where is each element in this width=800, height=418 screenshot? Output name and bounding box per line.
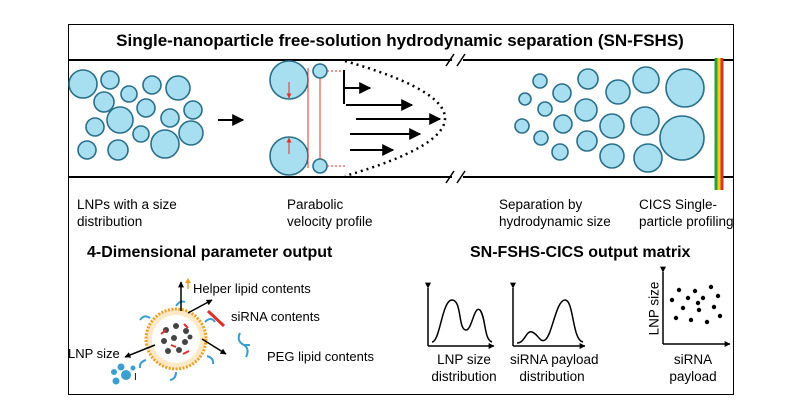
caption-separation-line2: hydrodynamic size	[499, 214, 611, 229]
section-matrix: SN-FSHS-CICS output matrix	[470, 244, 691, 261]
caption-cics-line2: particle profiling	[639, 214, 734, 229]
size-distribution-plot	[425, 282, 495, 349]
label-payload-dist: siRNA payload distribution	[510, 351, 599, 385]
section-four-d: 4-Dimensional parameter output	[87, 244, 333, 261]
label-payload-dist-line1: siRNA payload	[510, 352, 599, 367]
label-scatter-x-line2: payload	[669, 369, 717, 384]
figure-title: Single-nanoparticle free-solution hydrod…	[116, 31, 684, 50]
caption-parabolic: Parabolic velocity profile	[287, 196, 373, 230]
label-peg-lipid: PEG lipid contents	[267, 349, 374, 364]
separated-lnps	[514, 66, 705, 173]
size-bubbles-icon	[111, 363, 136, 385]
label-helper-lipid: Helper lipid contents	[193, 281, 311, 296]
label-lnp-size: LNP size	[68, 346, 120, 361]
caption-cics-line1: CICS Single-	[639, 197, 718, 212]
label-i-mark: I	[134, 372, 137, 383]
lnp-structure	[111, 278, 250, 385]
lnp-mixture	[68, 69, 204, 161]
label-size-dist: LNP size distribution	[428, 351, 500, 385]
caption-separation-line1: Separation by	[499, 197, 583, 212]
caption-separation: Separation by hydrodynamic size	[499, 196, 611, 230]
label-sirna: siRNA contents	[231, 309, 320, 324]
caption-parabolic-line2: velocity profile	[287, 214, 373, 229]
peg-lipid-icon	[237, 332, 250, 358]
label-size-dist-line2: distribution	[431, 369, 497, 384]
parabolic-profile	[269, 59, 447, 178]
scatter-plot	[660, 266, 731, 347]
caption-parabolic-line1: Parabolic	[287, 197, 344, 212]
caption-lnps: LNPs with a size distribution	[77, 196, 177, 230]
label-size-dist-line1: LNP size	[437, 352, 491, 367]
caption-lnps-line1: LNPs with a size	[77, 197, 177, 212]
label-scatter-x-line1: siRNA	[673, 352, 713, 367]
cics-laser	[714, 58, 724, 190]
label-scatter-x: siRNA payload	[668, 351, 718, 385]
channel	[68, 53, 733, 184]
label-scatter-y: LNP size	[646, 281, 662, 336]
sirna-strand-icon	[206, 309, 226, 328]
payload-distribution-plot	[510, 282, 586, 349]
caption-lnps-line2: distribution	[77, 214, 143, 229]
channel-break-icon	[445, 53, 466, 184]
caption-cics: CICS Single- particle profiling	[639, 196, 734, 230]
label-payload-dist-line2: distribution	[519, 369, 585, 384]
figure-frame	[68, 24, 734, 395]
